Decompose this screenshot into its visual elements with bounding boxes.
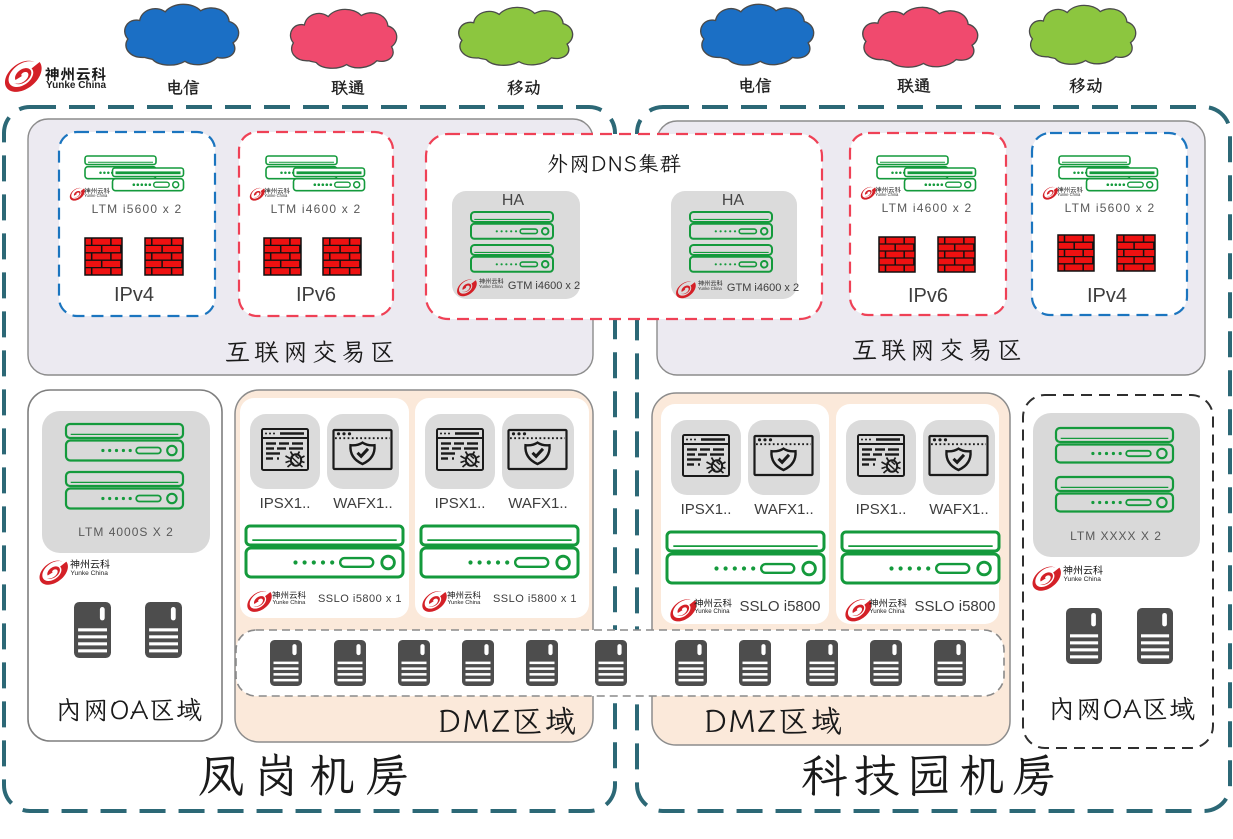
svg-text:IPSX1..: IPSX1.. xyxy=(681,501,732,518)
svg-text:Yunke China: Yunke China xyxy=(870,608,906,615)
svg-text:WAFX1..: WAFX1.. xyxy=(929,501,988,518)
svg-text:IPv4: IPv4 xyxy=(114,284,154,306)
svg-text:Yunke China: Yunke China xyxy=(84,193,108,198)
svg-text:IPv6: IPv6 xyxy=(296,284,336,306)
svg-text:SSLO i5800: SSLO i5800 xyxy=(915,598,996,615)
svg-text:LTM 4000S X 2: LTM 4000S X 2 xyxy=(78,525,174,539)
svg-text:SSLO i5800 x 1: SSLO i5800 x 1 xyxy=(493,593,577,605)
svg-text:WAFX1..: WAFX1.. xyxy=(333,495,392,512)
svg-text:LTM i5600 x 2: LTM i5600 x 2 xyxy=(92,202,183,216)
svg-text:Yunke China: Yunke China xyxy=(695,608,731,615)
svg-text:WAFX1..: WAFX1.. xyxy=(508,495,567,512)
svg-text:WAFX1..: WAFX1.. xyxy=(754,501,813,518)
svg-text:SSLO i5800: SSLO i5800 xyxy=(740,598,821,615)
svg-text:LTM XXXX X 2: LTM XXXX X 2 xyxy=(1070,529,1162,543)
svg-text:Yunke China: Yunke China xyxy=(46,80,106,91)
svg-text:IPv6: IPv6 xyxy=(908,285,948,307)
svg-text:Yunke China: Yunke China xyxy=(698,286,722,291)
svg-text:IPv4: IPv4 xyxy=(1087,285,1127,307)
svg-text:IPSX1..: IPSX1.. xyxy=(856,501,907,518)
svg-text:Yunke China: Yunke China xyxy=(448,600,482,606)
svg-text:SSLO i5800 x 1: SSLO i5800 x 1 xyxy=(318,593,402,605)
svg-text:Yunke China: Yunke China xyxy=(264,193,288,198)
svg-text:LTM i4600 x 2: LTM i4600 x 2 xyxy=(882,201,973,215)
svg-text:Yunke China: Yunke China xyxy=(273,600,307,606)
svg-text:Yunke China: Yunke China xyxy=(1064,576,1102,583)
svg-text:HA: HA xyxy=(502,192,525,209)
svg-text:HA: HA xyxy=(722,192,745,209)
svg-text:GTM i4600 x 2: GTM i4600 x 2 xyxy=(727,282,799,294)
svg-text:LTM i5600 x 2: LTM i5600 x 2 xyxy=(1065,201,1156,215)
svg-text:Yunke China: Yunke China xyxy=(875,192,899,197)
svg-text:Yunke China: Yunke China xyxy=(71,570,109,577)
svg-text:IPSX1..: IPSX1.. xyxy=(435,495,486,512)
svg-text:LTM i4600 x 2: LTM i4600 x 2 xyxy=(271,202,362,216)
svg-text:Yunke China: Yunke China xyxy=(1057,192,1081,197)
svg-text:IPSX1..: IPSX1.. xyxy=(260,495,311,512)
svg-text:GTM i4600 x 2: GTM i4600 x 2 xyxy=(508,280,580,292)
svg-text:Yunke China: Yunke China xyxy=(479,284,503,289)
